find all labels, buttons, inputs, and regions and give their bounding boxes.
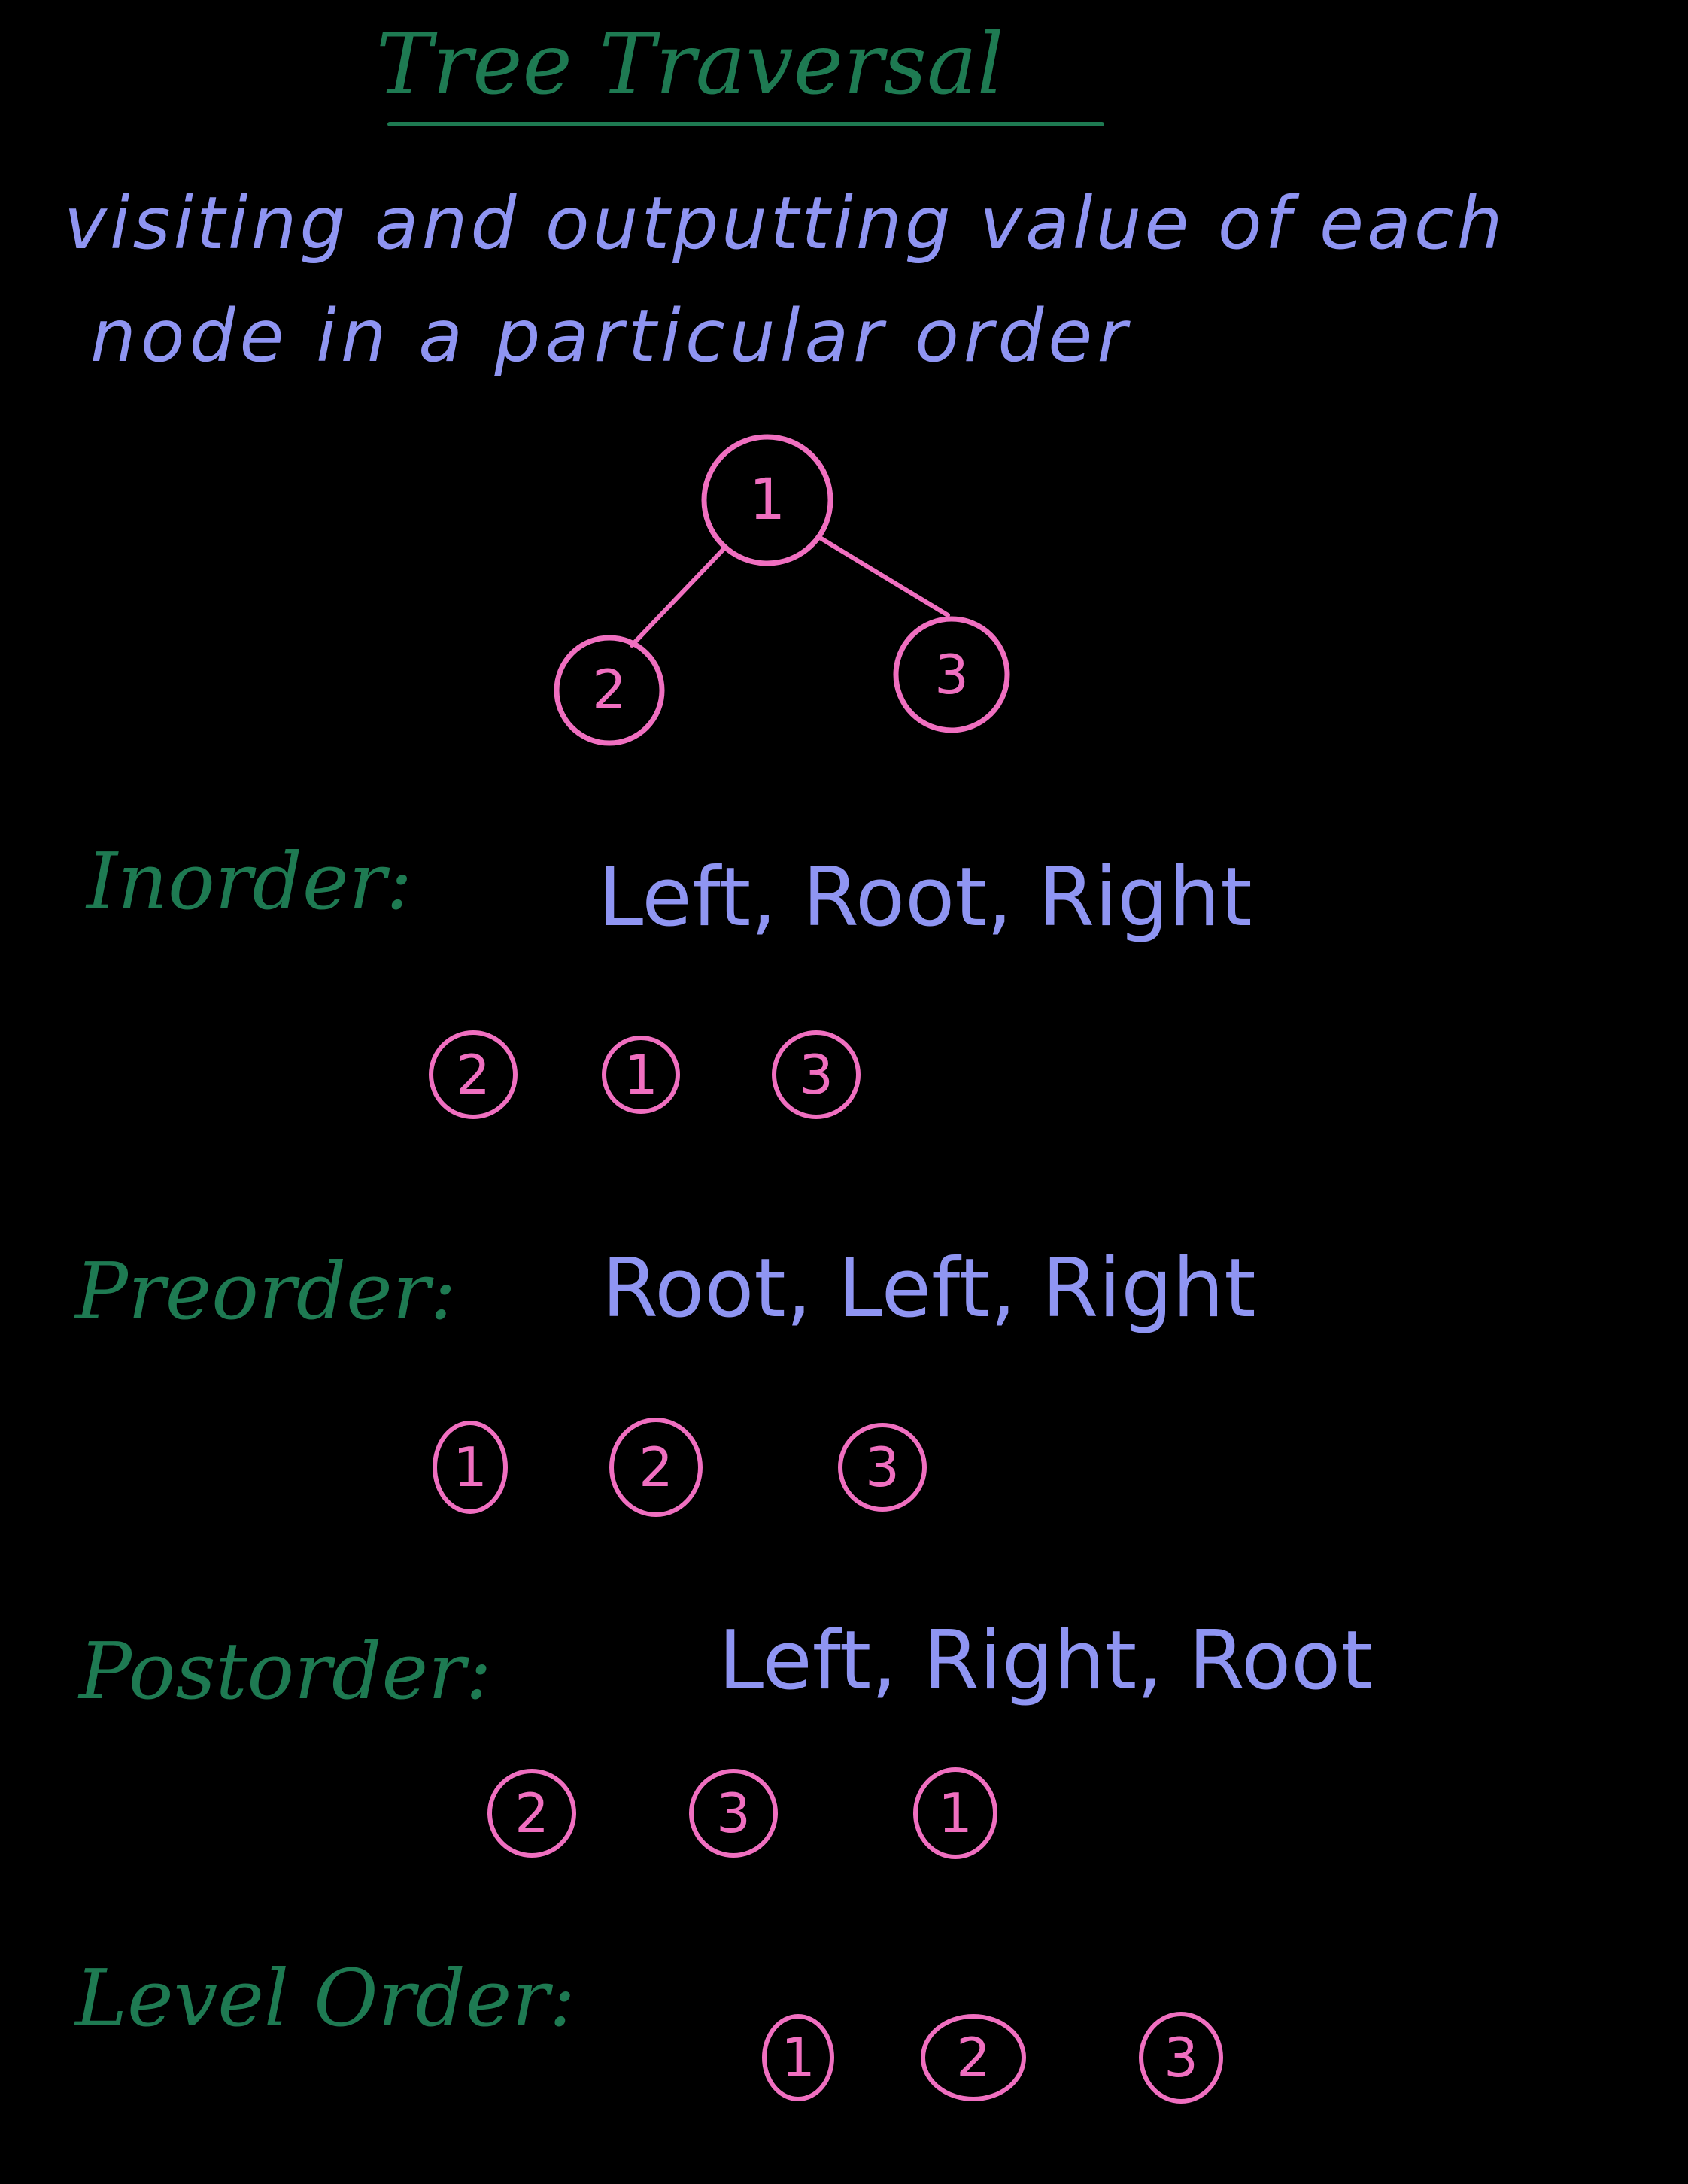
sequence-node: 3 (772, 1030, 861, 1119)
description-line-2: node in a particular order (90, 294, 1131, 378)
tree-node-right: 3 (893, 616, 1010, 733)
sequence-node: 1 (762, 2014, 834, 2101)
preorder-label: Preorder: (75, 1245, 457, 1337)
inorder-rule: Left, Root, Right (598, 851, 1252, 945)
sequence-node: 1 (602, 1036, 680, 1114)
tree-node-right-label: 3 (934, 643, 969, 706)
inorder-label: Inorder: (87, 836, 413, 927)
sequence-node: 3 (689, 1769, 778, 1858)
binary-tree-diagram: 1 2 3 (527, 421, 1053, 752)
preorder-rule: Root, Left, Right (602, 1242, 1256, 1336)
description-line-1: visiting and outputting value of each (64, 181, 1506, 265)
postorder-sequence: 2 3 1 (487, 1767, 997, 1859)
sequence-node: 2 (609, 1418, 703, 1517)
tree-node-root-label: 1 (749, 466, 785, 532)
postorder-label: Postorder: (79, 1625, 492, 1717)
edge-root-left (630, 547, 726, 648)
sequence-node: 2 (487, 1769, 576, 1858)
sequence-node: 1 (913, 1767, 997, 1859)
sequence-node: 1 (433, 1421, 508, 1514)
sequence-node: 2 (429, 1030, 518, 1119)
sequence-node: 2 (921, 2014, 1026, 2101)
edge-root-right (818, 535, 950, 617)
postorder-rule: Left, Right, Root (718, 1614, 1373, 1708)
preorder-sequence: 1 2 3 (433, 1418, 927, 1517)
sequence-node: 3 (1139, 2012, 1223, 2104)
binary-tree-svg: 1 2 3 (554, 434, 1010, 746)
tree-node-root: 1 (701, 434, 833, 566)
inorder-sequence: 2 1 3 (429, 1030, 861, 1119)
level-order-sequence: 1 2 3 (762, 2012, 1223, 2104)
page-title: Tree Traversal (376, 16, 1004, 114)
level-order-label: Level Order: (75, 1952, 576, 2044)
tree-node-left-label: 2 (592, 658, 627, 721)
sequence-node: 3 (838, 1423, 927, 1512)
title-underline (387, 122, 1104, 126)
tree-node-left: 2 (554, 635, 665, 746)
